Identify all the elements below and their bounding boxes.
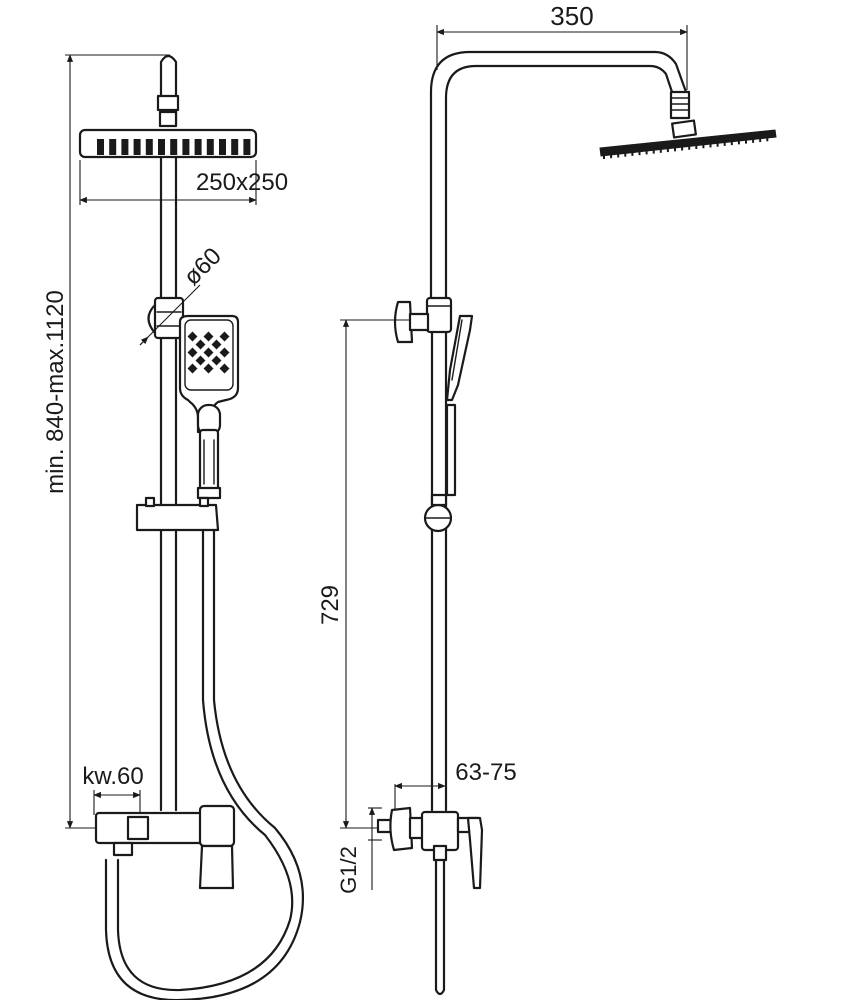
hose-side [432,844,448,996]
spray-nozzle [219,347,230,358]
head-size-label: 250x250 [196,169,288,196]
spray-nozzle [187,331,198,342]
side-view: 350 [317,1,777,996]
nozzle [231,139,239,155]
spray-nozzle [187,347,198,358]
thread-dimension: G1/2 [336,807,382,894]
spray-nozzle [219,331,230,342]
spray-nozzle [203,331,214,342]
spray-nozzle [203,363,214,374]
rain-head-side [599,129,777,159]
spray-nozzle [195,355,206,366]
holder-side [393,296,453,344]
width-top-dimension: 350 [436,1,688,90]
nozzle [133,139,141,155]
spray-nozzle [195,339,206,350]
side-rail [430,298,448,812]
handshower-diameter-label: ø60 [179,243,227,291]
nozzle [194,139,202,155]
wall-distance-label: 63-75 [455,759,516,786]
nozzle [243,139,251,155]
front-top-pipe [159,54,178,127]
rain-head-front [78,128,258,159]
shower-arm-side [429,50,697,302]
nozzle [170,139,178,155]
spray-nozzle [211,339,222,350]
nozzle [182,139,190,155]
shower-hose [104,528,305,1000]
slider-height-dimension: 729 [317,319,410,829]
head-size-dimension: 250x250 [79,160,288,205]
nozzle [206,139,214,155]
key-width-label: kw.60 [82,763,143,790]
rail-height-dimension: min. 840-max.1120 [42,54,170,829]
slider-bracket-front [135,496,220,532]
handshower-side [445,314,474,497]
spray-nozzle [187,363,198,374]
nozzle [219,139,226,155]
slider-height-label: 729 [317,585,344,625]
nozzle [158,139,165,155]
front-rail [159,155,178,812]
width-top-label: 350 [550,1,593,31]
mixer-side [376,806,484,890]
nozzle [109,139,117,155]
rail-height-label: min. 840-max.1120 [42,290,69,494]
spray-nozzle [219,363,230,374]
spray-nozzle [203,347,214,358]
nozzle [145,139,153,155]
wall-distance-dimension: 63-75 [394,759,517,810]
handshower-front [178,314,240,500]
nozzle [97,139,104,155]
front-view: min. 840-max.1120 250x250 [42,54,305,1000]
mixer-front [94,804,236,890]
spray-nozzle [211,355,222,366]
key-width-dimension: kw.60 [82,763,144,815]
nozzle [121,139,129,155]
slider-side [423,493,453,533]
thread-label: G1/2 [336,846,361,894]
